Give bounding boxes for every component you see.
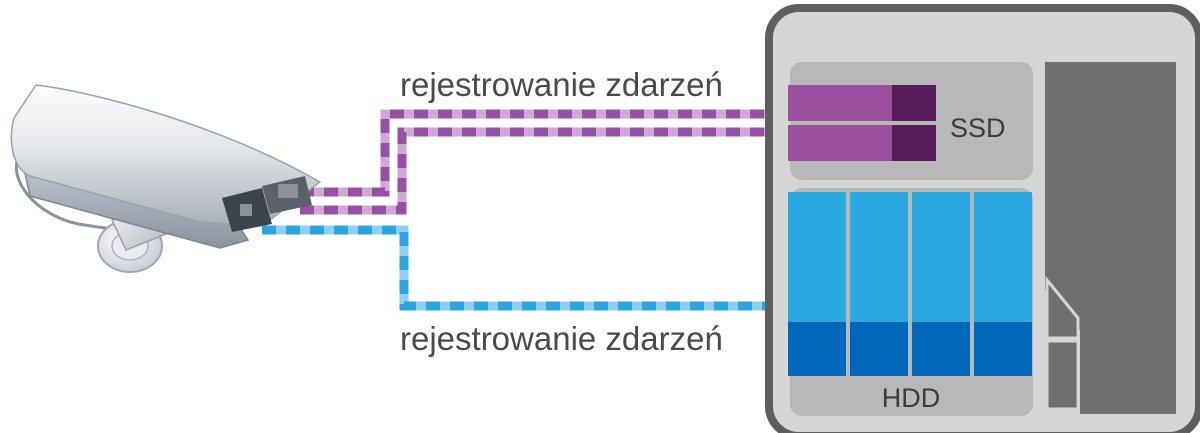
hdd-drive-4	[974, 192, 1032, 322]
ssd-flow-lines	[300, 109, 790, 215]
hdd-label: HDD	[882, 383, 941, 413]
hdd-drive-2	[850, 192, 908, 322]
ssdPath2-dashes	[300, 127, 790, 215]
hdd-drive-3	[912, 192, 970, 322]
hdd-flow-line	[262, 225, 790, 311]
security-camera-icon	[10, 84, 322, 273]
hdd-drive-1	[788, 192, 846, 322]
hdd-drives	[788, 192, 1032, 376]
bottom-flow-label: rejestrowanie zdarzeń	[400, 320, 723, 357]
nas-power-button	[1045, 339, 1080, 411]
hdd-flow-lines	[262, 225, 790, 311]
ssdPath1-dashes	[300, 109, 790, 197]
ssd-drive-1	[788, 85, 892, 121]
ssd-label: SSD	[950, 113, 1006, 143]
nas-storage-icon: SSD HDD	[765, 4, 1200, 433]
ssd-drive-2	[788, 125, 892, 161]
ssd-flow-line-2	[300, 127, 790, 215]
top-flow-label: rejestrowanie zdarzeń	[400, 66, 723, 103]
hddPath-dashes	[262, 225, 790, 311]
ssd-flow-line-1	[300, 109, 790, 197]
